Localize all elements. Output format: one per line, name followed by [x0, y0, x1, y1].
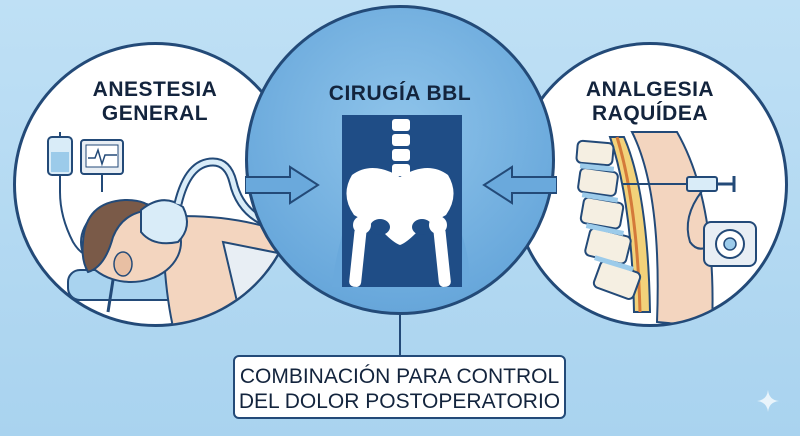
spinal-analgesia-illustration — [575, 131, 757, 325]
caption-line-2: DEL DOLOR POSTOPERATORIO — [238, 390, 561, 413]
caption-line-1: COMBINACIÓN PARA CONTROL — [239, 365, 560, 388]
bbl-surgery-title: CIRUGÍA BBL — [328, 82, 472, 105]
title-line: ANESTESIA — [92, 78, 218, 101]
spinal-analgesia-title: ANALGESIA RAQUÍDEA — [560, 78, 740, 126]
arrow-left-icon — [482, 165, 557, 205]
pelvis-illustration — [332, 115, 470, 287]
connector-line — [399, 315, 401, 355]
caption-box: COMBINACIÓN PARA CONTROL DEL DOLOR POSTO… — [233, 355, 566, 419]
title-line: ANALGESIA — [585, 78, 715, 101]
title-line: RAQUÍDEA — [591, 102, 708, 125]
general-anesthesia-illustration — [47, 132, 296, 325]
title-line: GENERAL — [101, 102, 209, 125]
general-anesthesia-title: ANESTESIA GENERAL — [70, 78, 240, 126]
arrow-right-icon — [245, 165, 320, 205]
sparkle-icon — [757, 390, 779, 412]
